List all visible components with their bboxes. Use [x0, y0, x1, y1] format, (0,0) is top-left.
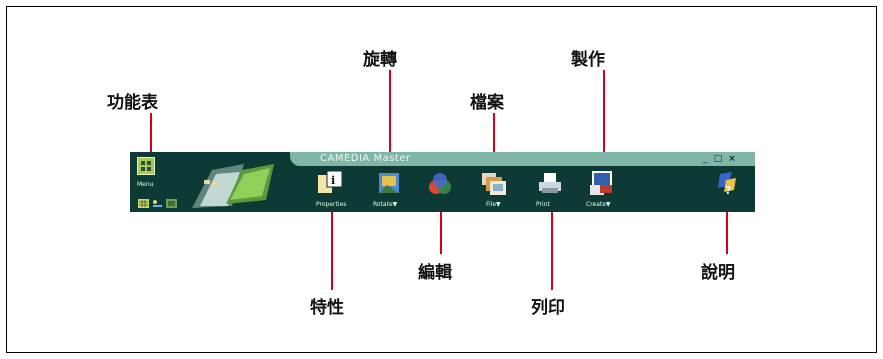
label-print: 列印	[531, 298, 565, 318]
create-caption: Create▼	[586, 201, 611, 208]
properties-caption: Properties	[316, 201, 347, 208]
app-title: CAMEDIA Master	[320, 153, 411, 164]
print-caption: Print	[536, 201, 550, 208]
edit-icon[interactable]	[428, 171, 452, 195]
label-properties: 特性	[310, 298, 344, 318]
title-band	[290, 152, 755, 166]
create-icon[interactable]	[590, 171, 614, 195]
leader-create	[603, 70, 605, 179]
leader-help	[726, 200, 728, 254]
photo-album-graphic	[192, 164, 274, 208]
preview-view-icon[interactable]	[166, 199, 177, 208]
leader-edit	[440, 190, 442, 254]
camedia-toolbar: CAMEDIA Master _ □ × Menu i Properties R…	[130, 152, 755, 212]
minimize-button[interactable]: _	[702, 154, 708, 164]
label-create: 製作	[571, 50, 605, 70]
label-file: 檔案	[470, 93, 504, 113]
label-help: 說明	[701, 263, 735, 283]
label-edit: 編輯	[418, 263, 452, 283]
menu-caption: Menu	[137, 181, 154, 188]
close-button[interactable]: ×	[728, 154, 736, 164]
list-view-icon[interactable]	[152, 199, 163, 208]
leader-rotate	[389, 70, 391, 179]
print-icon[interactable]	[538, 171, 562, 195]
rotate-icon[interactable]	[377, 171, 401, 195]
leader-print	[551, 200, 553, 290]
svg-text:?: ?	[725, 184, 731, 196]
leader-file	[493, 113, 495, 179]
menu-button[interactable]	[137, 157, 155, 175]
maximize-button[interactable]: □	[713, 154, 723, 164]
file-icon[interactable]	[482, 171, 506, 195]
file-caption: File▼	[486, 201, 501, 208]
thumbnail-view-icon[interactable]	[138, 199, 149, 208]
properties-icon[interactable]: i	[318, 171, 342, 195]
leader-menu	[150, 113, 152, 163]
label-menu: 功能表	[107, 93, 158, 113]
help-icon[interactable]: ?	[716, 172, 740, 196]
menu-icon	[141, 161, 151, 171]
svg-text:i: i	[331, 174, 335, 187]
leader-properties	[331, 190, 333, 290]
rotate-caption: Rotate▼	[373, 201, 398, 208]
label-rotate: 旋轉	[363, 50, 397, 70]
